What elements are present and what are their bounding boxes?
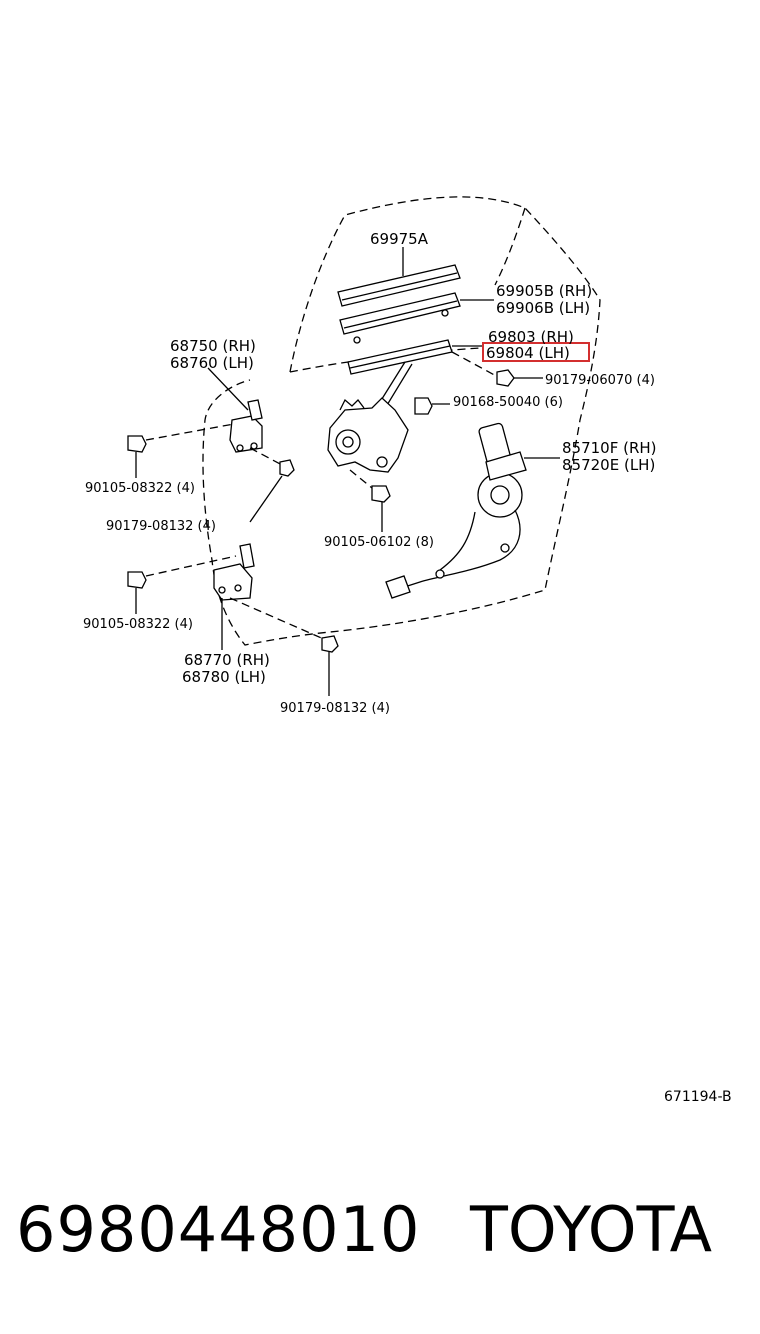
callout-90179-08132-b: 90179-08132 (4) [280, 701, 390, 716]
callout-90105-08322-a: 90105-08322 (4) [85, 481, 195, 496]
diagram-reference-code: 671194-B [664, 1089, 732, 1105]
hinge-lower [145, 543, 327, 650]
callout-90179-08132-a: 90179-08132 (4) [106, 519, 216, 534]
bolt-90168 [414, 397, 450, 415]
callout-68750: 68750 (RH) [170, 337, 256, 355]
callout-90168-50040: 90168-50040 (6) [453, 395, 563, 410]
callout-90105-06102: 90105-06102 (8) [324, 535, 434, 550]
callout-68770: 68770 (RH) [184, 651, 270, 669]
part-69804-channel [347, 339, 501, 379]
hinge-upper [145, 367, 285, 467]
callout-69803: 69803 (RH) [488, 328, 574, 346]
brand-name: TOYOTA [470, 1193, 713, 1266]
callout-69905B: 69905B (RH) [496, 282, 592, 300]
callout-69906B: 69906B (LH) [496, 299, 590, 317]
callout-68760: 68760 (LH) [170, 354, 254, 372]
bolt-90105-08322-b [127, 571, 147, 614]
window-regulator [327, 361, 413, 473]
part-69905B [339, 292, 494, 344]
callout-69804: 69804 (LH) [486, 344, 570, 362]
nut-90179-08132-a [249, 459, 295, 523]
part-69975A [337, 247, 461, 307]
bolt-90105-06102 [349, 469, 391, 532]
window-motor [385, 422, 560, 599]
callout-85720E: 85720E (LH) [562, 456, 655, 474]
callout-68780: 68780 (LH) [182, 668, 266, 686]
highlight-box [482, 342, 590, 362]
callout-69975A: 69975A [370, 230, 429, 248]
nut-90179-06070 [496, 369, 543, 387]
callout-90105-08322-b: 90105-08322 (4) [83, 617, 193, 632]
callout-85710F: 85710F (RH) [562, 439, 657, 457]
callouts: 69975A 69905B (RH) 69906B (LH) 69803 (RH… [83, 230, 657, 716]
part-number: 6980448010 [16, 1193, 421, 1266]
callout-90179-06070: 90179-06070 (4) [545, 373, 655, 388]
bolt-90105-08322-a [127, 435, 147, 478]
nut-90179-08132-b [321, 635, 339, 696]
